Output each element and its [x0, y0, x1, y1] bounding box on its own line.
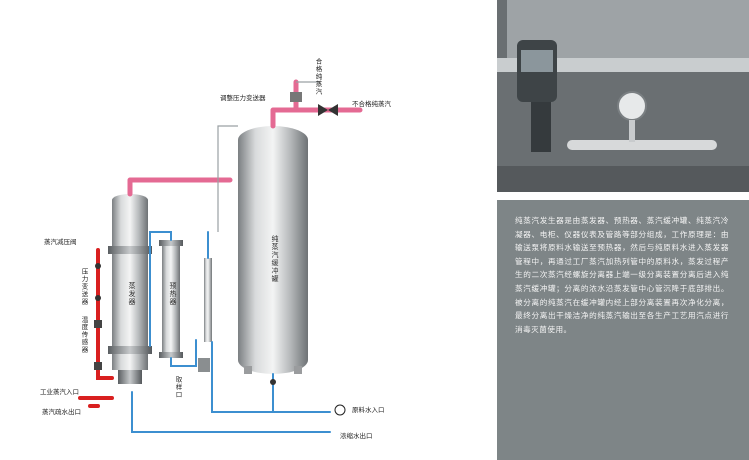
preheater: 预热器 [159, 240, 183, 358]
equipment-photo [497, 0, 749, 192]
preheater-label: 预热器 [169, 281, 177, 306]
process-flow-diagram: 纯蒸汽缓冲罐 蒸发器 预热器 [40, 57, 392, 440]
description-panel: 纯蒸汽发生器是由蒸发器、预热器、蒸汽缓冲罐、纯蒸汽冷凝器、电柜、仪器仪表及管路等… [497, 200, 749, 460]
label-pressure-transmitter: 压力变送器 [80, 268, 88, 306]
evaporator: 蒸发器 [108, 194, 152, 384]
buffer-tank-label: 纯蒸汽缓冲罐 [271, 234, 279, 283]
label-pressure-valve: 调整压力变送器 [220, 93, 266, 102]
label-steam-drain-out: 蒸汽疏水出口 [42, 407, 81, 416]
label-raw-water-in: 原料水入口 [352, 405, 385, 414]
label-qualified-steam: 合格纯蒸汽 [314, 57, 322, 96]
label-steam-pressure-valve: 蒸汽减压阀 [44, 237, 77, 246]
condenser [204, 258, 212, 342]
signal-lines [217, 81, 320, 232]
description-text: 纯蒸汽发生器是由蒸发器、预热器、蒸汽缓冲罐、纯蒸汽冷凝器、电柜、仪器仪表及管路等… [515, 216, 729, 334]
buffer-tank: 纯蒸汽缓冲罐 [238, 126, 308, 374]
label-industrial-steam-in: 工业蒸汽入口 [40, 387, 79, 396]
drain-piping [78, 248, 114, 408]
photo-illustration [497, 0, 749, 192]
label-sample-out: 取样口 [174, 376, 182, 399]
label-unqualified-steam: 不合格纯蒸汽 [352, 99, 392, 108]
label-temp-sensor: 温度传感器 [80, 315, 88, 354]
label-concentrate-out: 浓缩水出口 [340, 431, 373, 440]
evaporator-label: 蒸发器 [128, 281, 136, 306]
valve-group [94, 92, 346, 416]
water-piping [131, 231, 331, 433]
